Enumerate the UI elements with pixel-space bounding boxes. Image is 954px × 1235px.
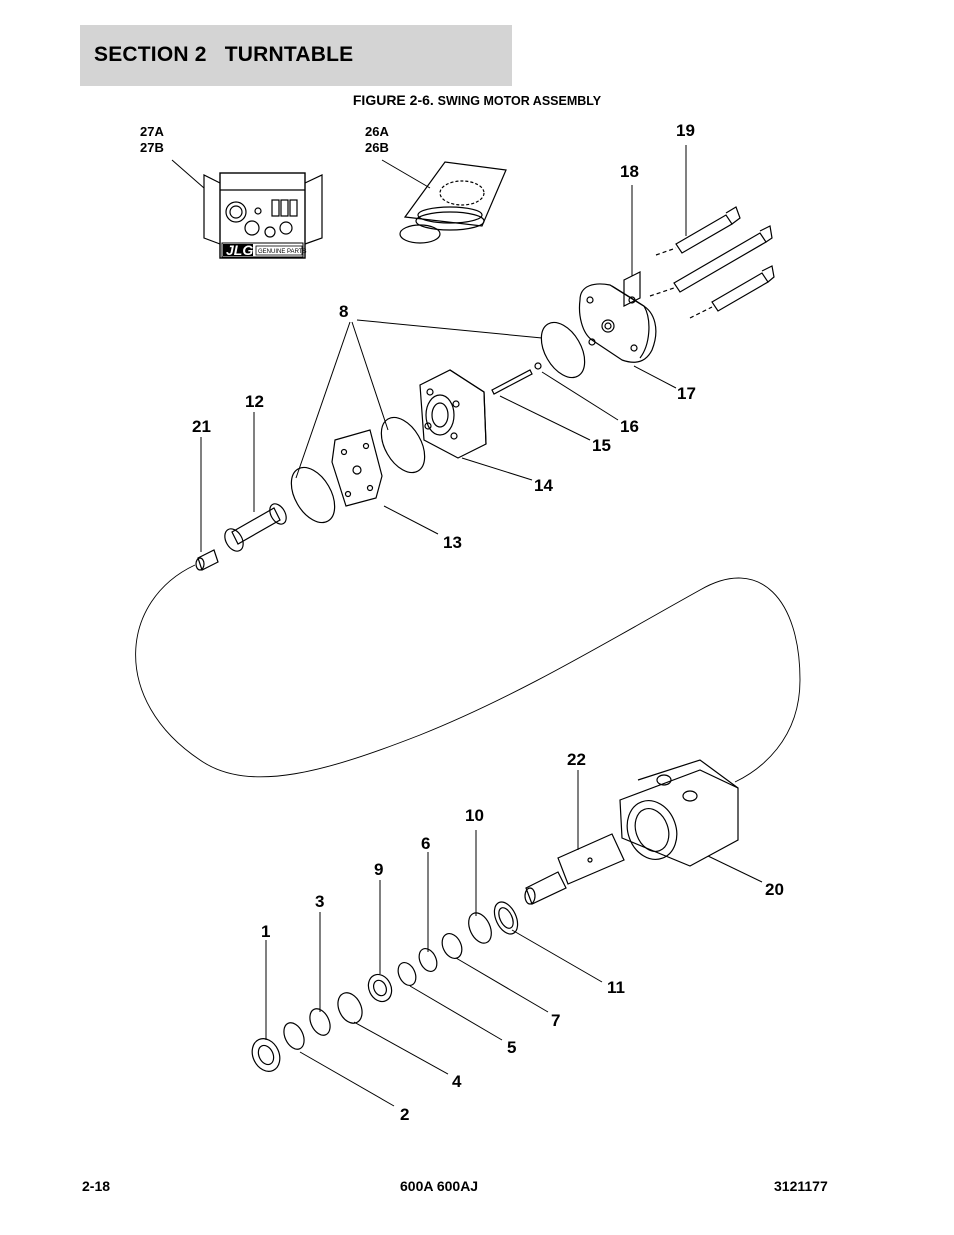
dust-seal <box>251 1038 281 1072</box>
id-plate <box>623 271 641 307</box>
section-header-bar: SECTION 2 TURNTABLE <box>80 25 512 86</box>
quad-ring <box>283 1022 305 1050</box>
callout-15: 15 <box>592 436 611 455</box>
callout-4: 4 <box>452 1072 462 1091</box>
o-ring <box>380 416 426 474</box>
bearing-inner <box>372 979 388 997</box>
drive-shaft <box>195 503 287 571</box>
check-ball <box>534 362 542 370</box>
seal-kit-box: JLG GENUINE PARTS <box>203 172 323 259</box>
drive-rod <box>491 369 533 395</box>
end-cover <box>578 283 657 363</box>
thrust-washer <box>468 912 492 944</box>
dust-seal-inner <box>257 1044 275 1066</box>
footer-page-number: 2-18 <box>82 1178 111 1194</box>
o-ring-small <box>309 1008 331 1036</box>
callout-18: 18 <box>620 162 639 181</box>
seal-ring <box>397 962 417 986</box>
thrust-bearing <box>493 901 519 935</box>
callout-19: 19 <box>676 121 695 140</box>
callout-17: 17 <box>677 384 696 403</box>
wear-plate <box>331 429 383 507</box>
callout-13: 13 <box>443 533 462 552</box>
back-up-ring <box>337 992 363 1024</box>
jlg-logo: JLG <box>226 242 253 258</box>
callout-27b: 27B <box>140 140 164 155</box>
callout-26a: 26A <box>365 124 389 139</box>
figure-caption: FIGURE 2-6. SWING MOTOR ASSEMBLY <box>0 92 954 108</box>
gerotor-set <box>419 369 487 459</box>
motor-housing <box>619 759 739 867</box>
genuine-parts-label: GENUINE PARTS <box>258 249 306 255</box>
callout-16: 16 <box>620 417 639 436</box>
callout-11: 11 <box>607 978 625 997</box>
callout-12: 12 <box>245 392 264 411</box>
bearing <box>367 973 393 1003</box>
figure-caption-prefix: FIGURE 2-6. <box>352 92 438 108</box>
callout-14: 14 <box>534 476 553 495</box>
footer-model: 600A 600AJ <box>400 1178 479 1194</box>
seal-kit-bag <box>399 161 507 244</box>
callout-9: 9 <box>374 860 383 879</box>
output-shaft <box>524 833 625 905</box>
snap-ring <box>418 948 438 972</box>
thrust-bearing-inner <box>498 907 514 929</box>
assembly-loop-line <box>135 564 801 783</box>
footer-doc-number: 3121177 <box>774 1178 828 1194</box>
o-ring <box>540 321 586 379</box>
section-title: SECTION 2 TURNTABLE <box>94 43 354 66</box>
figure-caption-title: SWING MOTOR ASSEMBLY <box>437 94 602 108</box>
bolts <box>649 206 775 319</box>
callout-26b: 26B <box>365 140 389 155</box>
washer <box>441 933 463 959</box>
callout-22: 22 <box>567 750 586 769</box>
callout-21: 21 <box>192 417 211 436</box>
callout-8: 8 <box>339 302 348 321</box>
callout-7: 7 <box>551 1011 560 1030</box>
callout-3: 3 <box>315 892 324 911</box>
callout-27a: 27A <box>140 124 164 139</box>
callout-2: 2 <box>400 1105 409 1124</box>
callout-5: 5 <box>507 1038 516 1057</box>
callout-1: 1 <box>261 922 270 941</box>
callout-20: 20 <box>765 880 784 899</box>
callout-10: 10 <box>465 806 484 825</box>
callout-6: 6 <box>421 834 430 853</box>
o-ring <box>290 466 336 524</box>
